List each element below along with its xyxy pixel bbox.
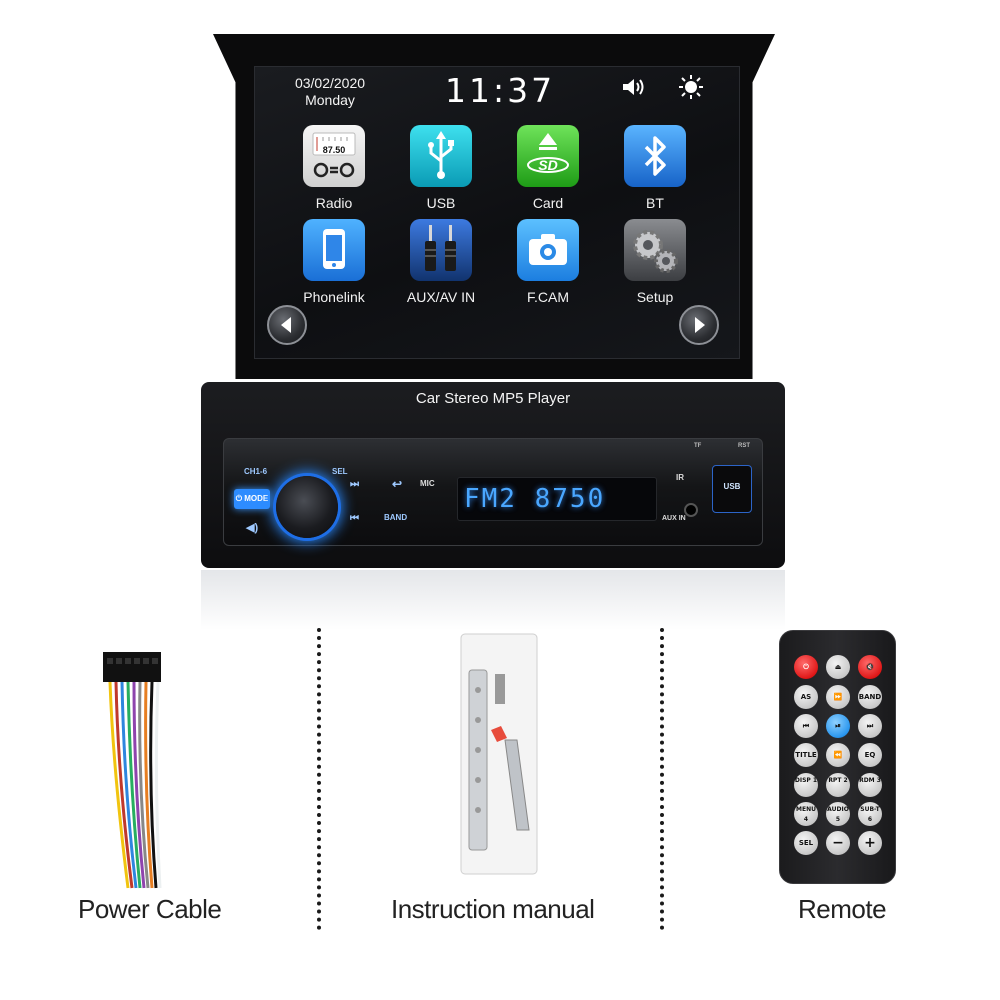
remote-rdm-button[interactable]: RDM 3 (858, 773, 882, 797)
lcd-display: FM2 8750 (457, 477, 657, 521)
call-icon[interactable]: ↩ (392, 477, 403, 491)
gear-icon (624, 219, 686, 281)
product-title: Car Stereo MP5 Player (415, 390, 571, 407)
remote-prev-button[interactable]: ⏮ (794, 714, 818, 738)
remote-rpt-button[interactable]: RPT 2 (826, 773, 850, 797)
unit-reflection (201, 570, 785, 630)
usb-icon (410, 125, 472, 187)
usb-port-label: USB (723, 482, 741, 491)
app-label: BT (646, 195, 664, 211)
app-phonelink[interactable]: Phonelink (294, 219, 374, 305)
sel-button[interactable]: SEL (332, 467, 348, 476)
app-label: AUX/AV IN (406, 289, 476, 305)
remote-label: Remote (798, 894, 887, 924)
remote-power-button[interactable]: ⏻ (794, 655, 818, 679)
clock: 11:37 (445, 71, 556, 110)
power-cable-image (103, 652, 162, 889)
remote-sel-button[interactable]: SEL (794, 831, 818, 855)
day-text: Monday (305, 92, 355, 108)
app-fcam[interactable]: F.CAM (508, 219, 588, 305)
divider (660, 628, 664, 930)
phone-icon (303, 219, 365, 281)
app-radio[interactable]: 87.50 Radio (294, 125, 374, 211)
chevron-left-icon (281, 317, 291, 333)
app-usb[interactable]: USB (401, 125, 481, 211)
faceplate: CH1-6 ⏻ MODE ◀) SEL ⏭ ⏮ ↩ BAND MIC FM2 8… (223, 438, 763, 546)
mounting-kit-image (460, 633, 538, 875)
remote-disp-button[interactable]: DISP 1 (794, 773, 818, 797)
prev-page-button[interactable] (267, 305, 307, 345)
radio-frequency: 87.50 (322, 145, 346, 155)
app-aux[interactable]: AUX/AV IN (401, 219, 481, 305)
mute-icon[interactable]: ◀) (246, 522, 259, 534)
sun-icon[interactable] (679, 75, 703, 99)
sd-card-icon: SD (517, 125, 579, 187)
camera-icon (517, 219, 579, 281)
ir-label: IR (676, 473, 684, 482)
remote-subt-button[interactable]: SUB-T 6 (858, 802, 882, 826)
rst-label: RST (738, 443, 750, 449)
aux-cable-icon (410, 219, 472, 281)
ch-button[interactable]: CH1-6 (244, 467, 268, 476)
lcd-text: FM2 8750 (464, 484, 606, 514)
aux-port[interactable] (684, 503, 698, 517)
sd-card-text: SD (538, 157, 558, 173)
prev-track-icon[interactable]: ⏮ (350, 513, 359, 524)
band-button[interactable]: BAND (384, 513, 408, 522)
remote-mute-button[interactable]: 🔇 (858, 655, 882, 679)
power-cable-label: Power Cable (78, 894, 222, 924)
app-setup[interactable]: Setup (615, 219, 695, 305)
app-bt[interactable]: BT (615, 125, 695, 211)
chevron-right-icon (695, 317, 705, 333)
app-label: USB (426, 195, 456, 211)
usb-port[interactable]: USB (712, 465, 752, 513)
speaker-icon[interactable] (621, 77, 649, 97)
next-page-button[interactable] (679, 305, 719, 345)
date-text: 03/02/2020 (294, 75, 366, 91)
remote-title-button[interactable]: TITLE (794, 743, 818, 767)
mode-button[interactable]: ⏻ MODE (234, 489, 270, 509)
date-display: 03/02/2020 Monday (285, 75, 375, 109)
remote-up-button[interactable]: ⏩ (826, 685, 850, 709)
app-label: Card (532, 195, 564, 211)
volume-knob[interactable] (276, 476, 338, 538)
remote-minus-button[interactable]: − (826, 831, 850, 855)
app-label: Radio (315, 195, 353, 211)
mic-label: MIC (420, 479, 435, 488)
remote-as-button[interactable]: AS (794, 685, 818, 709)
remote-plus-button[interactable]: + (858, 831, 882, 855)
remote-eject-button[interactable]: ⏏ (826, 655, 850, 679)
next-track-icon[interactable]: ⏭ (350, 479, 359, 490)
remote-audio-button[interactable]: AUDIO 5 (826, 802, 850, 826)
app-label: F.CAM (527, 289, 569, 305)
app-label: Phonelink (303, 289, 365, 305)
app-label: Setup (636, 289, 674, 305)
tf-label: TF (694, 443, 702, 449)
remote-band-button[interactable]: BAND (858, 685, 882, 709)
remote-menu-button[interactable]: MENU 4 (794, 802, 818, 826)
instruction-manual-label: Instruction manual (391, 894, 595, 924)
divider (317, 628, 321, 930)
aux-in-label: AUX IN (662, 515, 686, 522)
head-unit: Car Stereo MP5 Player CH1-6 ⏻ MODE ◀) SE… (201, 382, 785, 568)
touch-screen: 03/02/2020 Monday 11:37 (254, 66, 740, 359)
bluetooth-icon (624, 125, 686, 187)
remote-next-button[interactable]: ⏭ (858, 714, 882, 738)
remote-control: ⏻ ⏏ 🔇 AS ⏩ BAND ⏮ ⏯ ⏭ TITLE ⏪ EQ DISP 1 … (779, 630, 896, 884)
remote-eq-button[interactable]: EQ (858, 743, 882, 767)
radio-icon: 87.50 (303, 125, 365, 187)
app-card[interactable]: SD Card (508, 125, 588, 211)
remote-play-button[interactable]: ⏯ (826, 714, 850, 738)
remote-down-button[interactable]: ⏪ (826, 743, 850, 767)
